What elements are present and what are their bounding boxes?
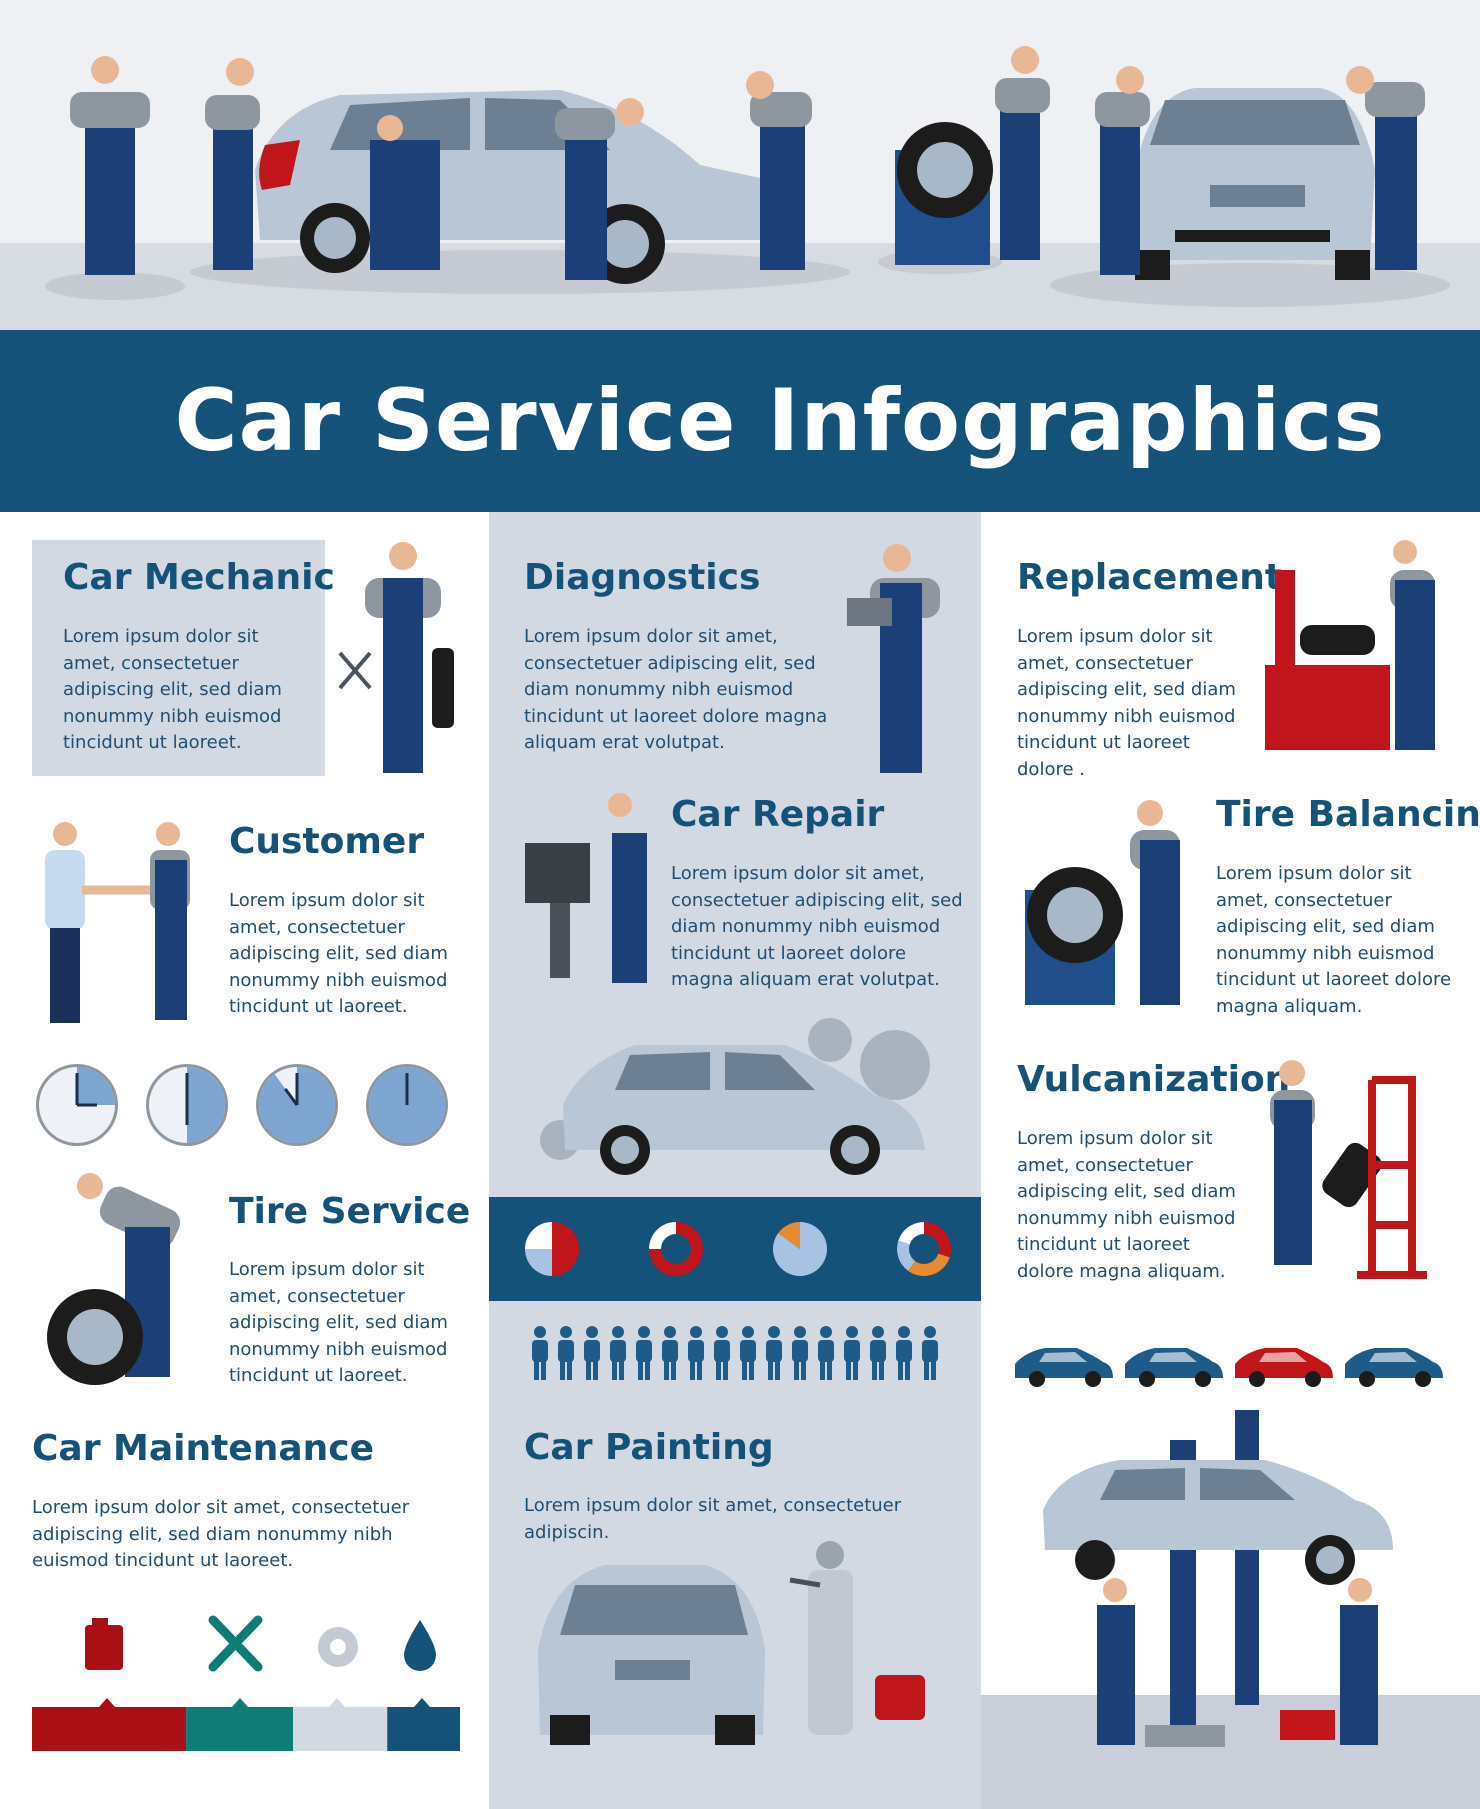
pie-slice <box>778 1222 800 1249</box>
person-icon <box>740 1326 756 1380</box>
page-title: Car Service Infographics <box>174 371 1386 471</box>
person-icon <box>844 1326 860 1380</box>
person-icon <box>766 1326 782 1380</box>
diagnostics-text: Lorem ipsum dolor sit amet, consectetuer… <box>524 626 828 753</box>
car-repair-text: Lorem ipsum dolor sit amet, consectetuer… <box>671 863 963 990</box>
pie-chart-row <box>525 1222 951 1276</box>
small-car-row <box>1015 1348 1443 1387</box>
car-icon <box>1235 1348 1333 1387</box>
car-mechanic-heading: Car Mechanic <box>63 557 335 598</box>
clock-icon <box>256 1064 338 1146</box>
person-icon <box>662 1326 678 1380</box>
donut-chart-icon <box>897 1222 951 1276</box>
car-mechanic-text: Lorem ipsum dolor sit amet, consectetuer… <box>63 626 282 753</box>
maintenance-bar-segment <box>186 1707 294 1751</box>
customer-handshake-figure <box>45 822 190 1023</box>
vulcanization-text: Lorem ipsum dolor sit amet, consectetuer… <box>1017 1128 1236 1282</box>
person-icon <box>792 1326 808 1380</box>
maintenance-bar-segment <box>387 1707 460 1751</box>
car-icon <box>1345 1348 1443 1387</box>
maintenance-icons <box>85 1615 436 1672</box>
person-icon <box>688 1326 704 1380</box>
garage-floor <box>981 1695 1480 1809</box>
tire-changer-figure <box>1265 540 1435 750</box>
pie-slice <box>525 1222 552 1249</box>
car-painting-illustration <box>538 1541 925 1745</box>
vulcanization-heading: Vulcanization <box>1017 1059 1291 1100</box>
car-maintenance-heading: Car Maintenance <box>32 1428 375 1469</box>
car-painting-heading: Car Painting <box>524 1427 774 1468</box>
car-icon <box>1015 1348 1113 1387</box>
car-mechanic-box <box>32 540 325 776</box>
diagnostics-figure <box>847 544 940 773</box>
customer-text: Lorem ipsum dolor sit amet, consectetuer… <box>229 890 448 1017</box>
person-icon <box>558 1326 574 1380</box>
donut-chart-icon <box>649 1222 703 1276</box>
person-icon <box>714 1326 730 1380</box>
clock-row <box>36 1064 448 1146</box>
pie-chart-icon <box>773 1222 827 1276</box>
hero-illustration <box>45 46 1450 307</box>
maintenance-bar-segment <box>32 1707 187 1751</box>
person-icon <box>584 1326 600 1380</box>
replacement-text: Lorem ipsum dolor sit amet, consectetuer… <box>1017 626 1236 780</box>
car-maintenance-text: Lorem ipsum dolor sit amet, consectetuer… <box>32 1497 410 1571</box>
pie-slice <box>552 1222 579 1276</box>
replacement-heading: Replacement <box>1017 557 1283 598</box>
tire-service-figure <box>47 1173 181 1385</box>
car-icon <box>1043 1460 1393 1585</box>
tire-service-heading: Tire Service <box>229 1191 471 1232</box>
oil-drop-icon <box>404 1620 436 1671</box>
person-icon <box>610 1326 626 1380</box>
person-icon <box>870 1326 886 1380</box>
engine-repair-figure <box>525 793 647 983</box>
diagnostics-heading: Diagnostics <box>524 557 761 598</box>
car-icon <box>1135 88 1375 280</box>
people-row <box>532 1326 938 1380</box>
pie-slice <box>525 1249 552 1276</box>
tire-balancing-heading: Tire Balancing <box>1216 794 1480 835</box>
clock-icon <box>36 1064 118 1146</box>
car-icon <box>538 1565 765 1745</box>
car-icon <box>1125 1348 1223 1387</box>
tire-balancing-text: Lorem ipsum dolor sit amet, consectetuer… <box>1216 863 1452 1017</box>
car-lift-illustration <box>1043 1410 1393 1747</box>
fuel-can-icon <box>85 1618 123 1670</box>
person-icon <box>532 1326 548 1380</box>
clock-icon <box>146 1064 228 1146</box>
car-repair-heading: Car Repair <box>671 794 885 835</box>
repair-car-illustration <box>540 1018 930 1175</box>
mechanic-figure <box>338 542 454 773</box>
maintenance-bar <box>32 1698 460 1751</box>
maintenance-bar-segment <box>293 1707 388 1751</box>
gear-icon <box>318 1627 358 1667</box>
person-icon <box>922 1326 938 1380</box>
customer-heading: Customer <box>229 821 425 862</box>
car-icon <box>563 1045 925 1175</box>
clock-icon <box>366 1064 448 1146</box>
tire-service-text: Lorem ipsum dolor sit amet, consectetuer… <box>229 1259 448 1386</box>
vulcanization-figure <box>1270 1060 1427 1279</box>
wrench-cross-icon <box>208 1615 263 1672</box>
person-icon <box>636 1326 652 1380</box>
pie-chart-icon <box>525 1222 579 1276</box>
title-banner <box>0 330 1480 512</box>
car-painting-text: Lorem ipsum dolor sit amet, consectetuer… <box>524 1495 902 1543</box>
tire-balancing-figure <box>1025 800 1180 1005</box>
person-icon <box>896 1326 912 1380</box>
person-icon <box>818 1326 834 1380</box>
